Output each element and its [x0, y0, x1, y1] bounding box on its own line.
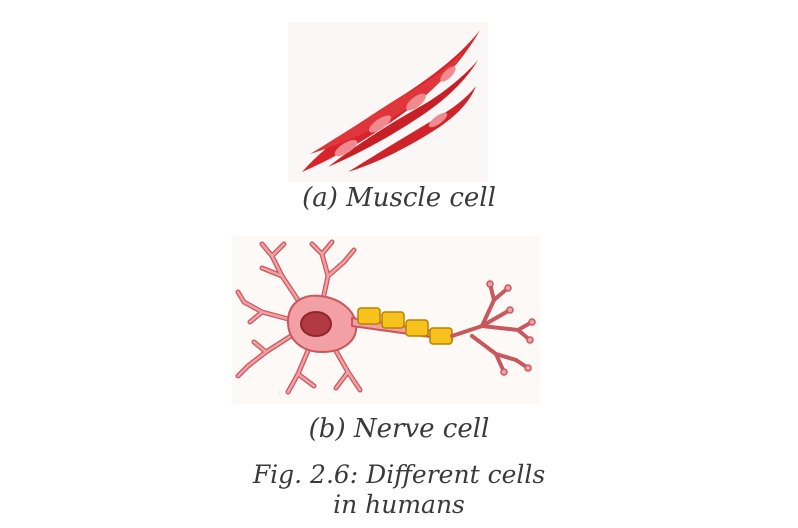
- muscle-nucleus-3: [406, 93, 426, 111]
- nucleus: [300, 311, 332, 337]
- muscle-nucleus-2: [368, 115, 392, 133]
- myelin-segment: [429, 327, 453, 345]
- muscle-cell-svg: [302, 30, 480, 172]
- muscle-cell-caption: (a) Muscle cell: [302, 183, 496, 213]
- figure-caption-line2: in humans: [333, 490, 465, 519]
- myelin-segment: [357, 307, 381, 325]
- muscle-nucleus-1: [334, 139, 358, 157]
- muscle-fiber-3: [310, 52, 463, 154]
- figure-caption-line1: Fig. 2.6: Different cells: [252, 460, 546, 489]
- axon-terminals: [450, 282, 534, 374]
- myelin-sheath: [357, 307, 453, 345]
- nerve-cell-caption: (b) Nerve cell: [308, 414, 490, 444]
- nerve-cell-svg: [235, 239, 536, 395]
- dendrites-inner: [236, 240, 362, 394]
- figure-caption: Fig. 2.6: Different cells in humans: [0, 460, 798, 520]
- muscle-nucleus-4: [428, 112, 448, 128]
- myelin-segment: [381, 311, 405, 329]
- muscle-fiber-2: [328, 60, 478, 167]
- nerve-cell-illustration: [232, 236, 540, 404]
- muscle-nucleus-5: [440, 66, 456, 82]
- terminal-knobs: [486, 280, 536, 376]
- myelin-segment: [405, 319, 429, 337]
- muscle-cell-illustration: [288, 22, 488, 182]
